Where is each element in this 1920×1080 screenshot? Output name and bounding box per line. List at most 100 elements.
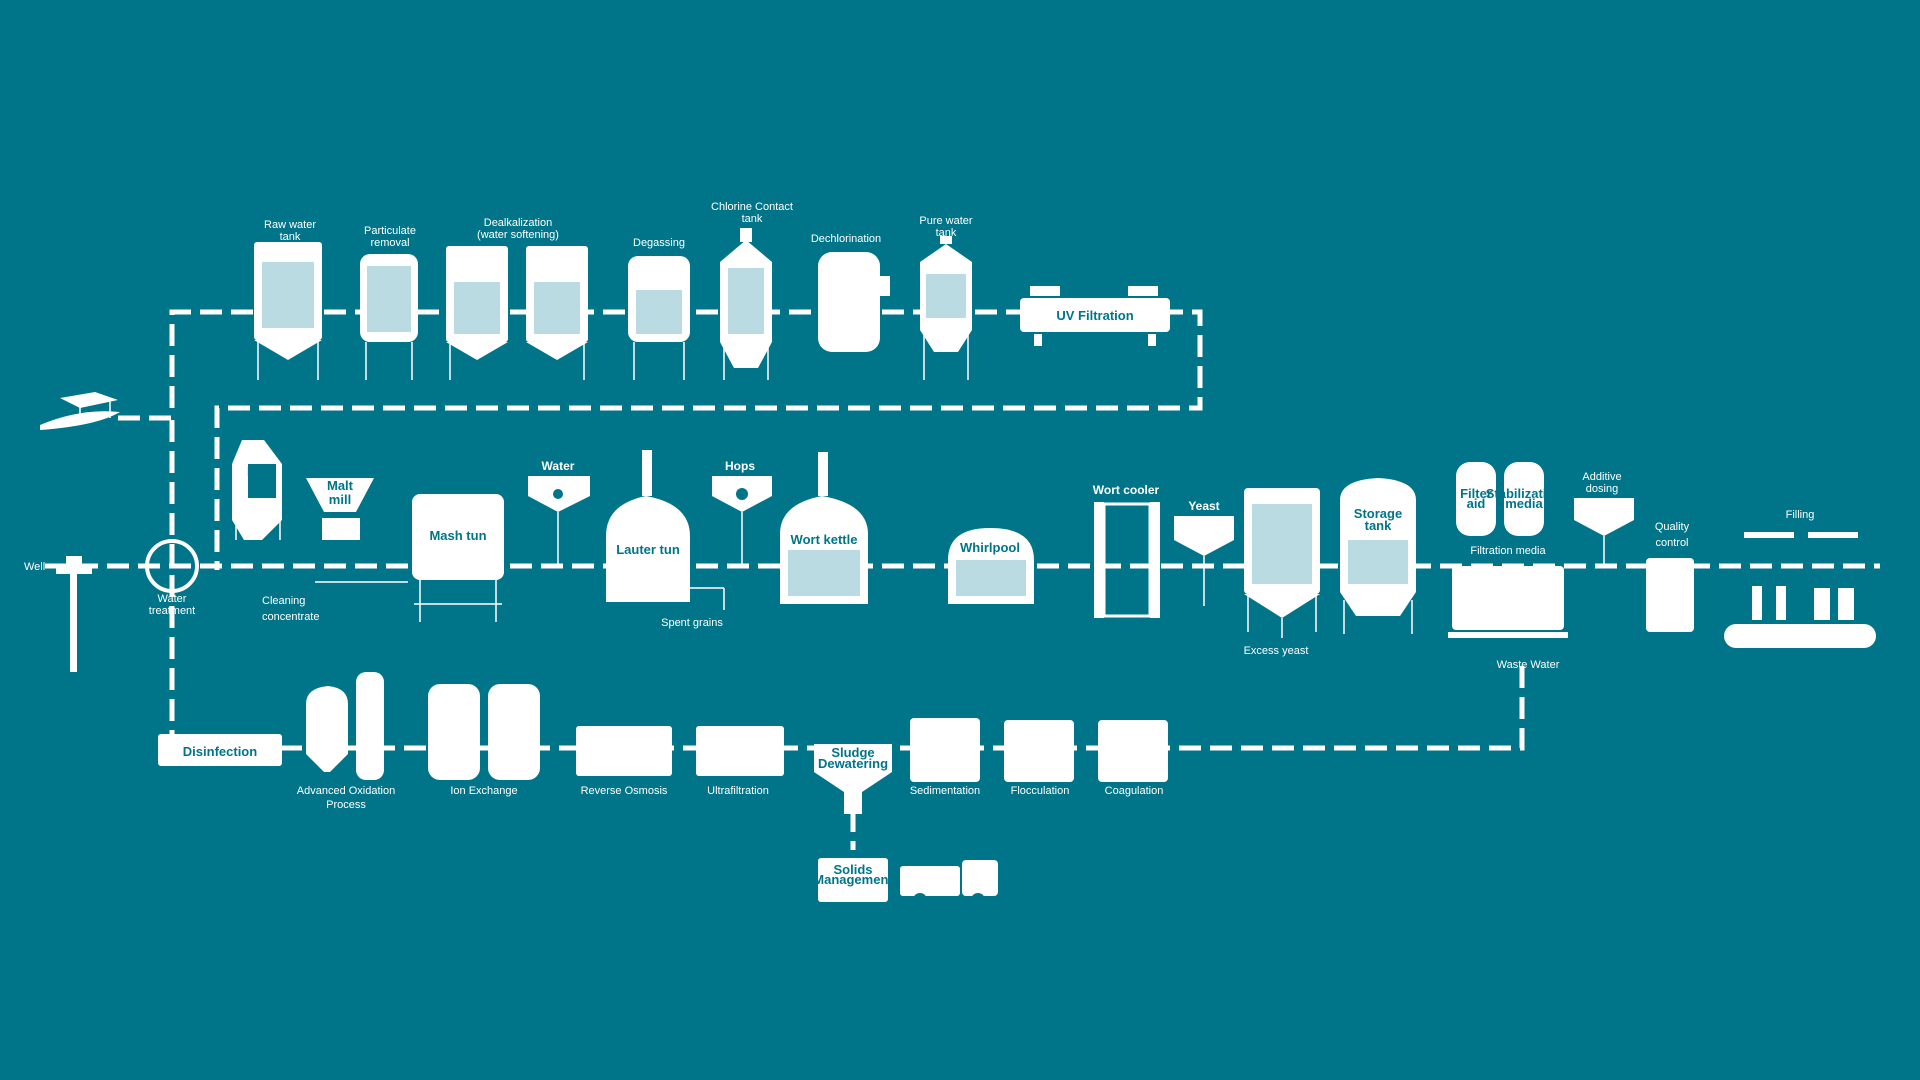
filtration-media-label: Filtration media [1470,545,1546,557]
uv-filtration-unit: UV Filtration [1020,286,1170,346]
sludge-dewatering: Sludge Dewatering [814,744,892,814]
filling-label: Filling [1786,509,1815,521]
reverse-osmosis: Reverse Osmosis [576,726,672,797]
stabilization-label-1: Stabilization [1486,486,1563,501]
solids-management: Solids Management [813,858,893,902]
advanced-oxidation: Advanced Oxidation Process [297,672,395,811]
quality-control-label-1: Quality [1655,521,1690,533]
svg-text:tank: tank [280,231,301,243]
storage-tank: Storage tank [1340,478,1416,634]
truck-icon [900,860,998,907]
excess-yeast-label: Excess yeast [1244,645,1309,657]
sedimentation-label: Sedimentation [910,785,980,797]
filter-aid-label-1: Filter [1460,486,1492,501]
disinfection-label: Disinfection [183,744,257,759]
water-treatment-label-1: Water [158,593,187,605]
mash-tun-label: Mash tun [429,528,486,543]
filter-aid-label-2: aid [1467,496,1486,511]
storage-tank-label-1: Storage [1354,506,1402,521]
wort-kettle-label: Wort kettle [791,532,858,547]
ion-exchange-label: Ion Exchange [450,785,517,797]
quality-control-label-2: control [1655,537,1688,549]
filling-line: Filling [1724,509,1876,648]
cleaning-concentrate-label-2: concentrate [262,611,319,623]
malt-silo: Malt silo [232,440,282,540]
advanced-oxidation-label-1: Advanced Oxidation [297,785,395,797]
malt-silo-label-1: Malt [247,464,274,479]
sludge-dewatering-label-1: Sludge [831,745,874,760]
sedimentation: Sedimentation [910,718,980,797]
degassing-tank: Degassing [628,237,690,380]
reverse-osmosis-label: Reverse Osmosis [581,785,668,797]
svg-text:Raw water: Raw water [264,219,316,231]
water-input-label: Water [542,459,575,473]
advanced-oxidation-label-2: Process [326,799,366,811]
ultrafiltration: Ultrafiltration [696,726,784,797]
svg-text:removal: removal [370,237,409,249]
malt-mill-label-2: mill [329,492,351,507]
water-treatment-node: Water treatment [145,539,199,617]
well-icon: Well [24,556,92,672]
ultrafiltration-label: Ultrafiltration [707,785,769,797]
water-treatment-label-2: treatment [149,605,195,617]
raw-water-tank-label-1: Raw water [264,219,316,231]
pure-water-tank: Pure water tank [919,215,973,380]
additive-dosing-label-2: dosing [1586,483,1618,495]
well-label: Well [24,561,45,573]
filtration-media-unit: Filtration media Waste Water [1448,545,1568,671]
flocculation: Flocculation [1004,720,1074,797]
water-input: Water [528,459,590,566]
uv-filtration-label: UV Filtration [1056,308,1133,323]
filter-tanks: Filter aid Stabilization media [1456,462,1562,536]
storage-tank-label-2: tank [1365,518,1393,533]
lake-source-icon [40,392,120,430]
quality-control: Quality control [1646,521,1694,632]
svg-text:Degassing: Degassing [633,237,685,249]
svg-text:Dechlorination: Dechlorination [811,233,881,245]
wort-cooler: Wort cooler [1093,483,1160,618]
chlorine-contact-label-2: tank [742,213,763,225]
pipe-water-treatment-top [169,309,1203,570]
waste-water-label: Waste Water [1497,659,1560,671]
degassing-label: Degassing [633,237,685,249]
svg-text:tank: tank [936,227,957,239]
wort-kettle: Wort kettle [780,452,868,604]
chlorine-contact-label-1: Chlorine Contact [711,201,793,213]
additive-dosing-label-1: Additive [1582,471,1621,483]
yeast-input: Yeast [1174,499,1234,606]
pure-water-label-2: tank [936,227,957,239]
sludge-dewatering-label-2: Dewatering [818,756,888,771]
disinfection-unit: Disinfection [158,734,282,766]
dealkalization-label-1: Dealkalization [484,217,552,229]
particulate-removal-label-1: Particulate [364,225,416,237]
stabilization-label-2: media [1505,496,1543,511]
raw-water-tank-label-2: tank [280,231,301,243]
hops-input-label: Hops [725,459,755,473]
hops-input: Hops [712,459,772,566]
whirlpool-label: Whirlpool [960,540,1020,555]
malt-silo-label-2: silo [249,478,271,493]
particulate-removal-label-2: removal [370,237,409,249]
spent-grains-label: Spent grains [661,617,723,629]
solids-management-label-1: Solids [833,862,872,877]
chlorine-contact-tank: Chlorine Contact tank [711,201,793,380]
pipe-wastewater-line [280,660,1525,751]
dechlorination-tank: Dechlorination [811,233,890,352]
fermentation-tank: Excess yeast [1244,488,1320,657]
cleaning-concentrate-label-1: Cleaning [262,595,305,607]
yeast-input-label: Yeast [1188,499,1219,513]
svg-text:(water softening): (water softening) [477,229,559,241]
dechlorination-label: Dechlorination [811,233,881,245]
ion-exchange: Ion Exchange [428,684,540,797]
svg-text:Chlorine Contact: Chlorine Contact [711,201,793,213]
coagulation-label: Coagulation [1105,785,1164,797]
particulate-removal: Particulate removal [360,225,418,380]
svg-text:tank: tank [742,213,763,225]
malt-mill: Malt mill [306,478,374,540]
lauter-tun: Lauter tun Spent grains [606,450,725,629]
dealkalization-label-2: (water softening) [477,229,559,241]
solids-management-label-2: Management [813,872,893,887]
cleaning-concentrate: Cleaning concentrate [262,581,408,623]
svg-text:Pure water: Pure water [919,215,973,227]
